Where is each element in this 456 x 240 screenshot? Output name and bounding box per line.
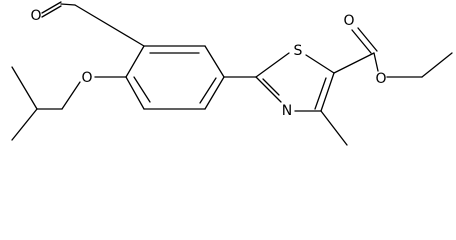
bond (11, 66, 38, 110)
bond (333, 52, 375, 74)
methyl-bond (320, 110, 348, 146)
bond (204, 76, 225, 110)
atom-label-ether-oxygen: O (81, 70, 92, 86)
bond (255, 52, 290, 78)
bond (133, 76, 151, 103)
bond (314, 77, 327, 110)
bond (125, 76, 145, 110)
thiazole-ring (223, 52, 335, 112)
bond (11, 108, 38, 141)
bond (351, 29, 372, 54)
benzene-ring (125, 45, 225, 110)
bond (255, 76, 282, 103)
bond (421, 52, 453, 78)
bond (125, 45, 145, 78)
ethyl-ester-group (333, 27, 453, 78)
isobutoxy-group (11, 66, 127, 141)
bond (41, 5, 62, 18)
chemical-structure-diagram: O O S N O O (11, 1, 453, 146)
bond (305, 54, 335, 74)
bond (357, 27, 378, 52)
bond (204, 45, 225, 78)
bond (60, 3, 76, 6)
atom-label-sulfur: S (294, 43, 303, 59)
bond (373, 52, 379, 72)
atom-label-aldehyde-oxygen: O (30, 8, 41, 24)
bond (262, 78, 280, 96)
aldehyde-group (41, 1, 145, 47)
bond (320, 72, 335, 112)
bond (199, 77, 217, 104)
atom-label-ester-oxygen: O (375, 71, 386, 87)
bond (61, 81, 81, 110)
bond (74, 4, 145, 47)
atom-label-carbonyl-oxygen: O (343, 13, 354, 29)
atom-label-nitrogen: N (282, 103, 292, 119)
bond (41, 1, 62, 14)
